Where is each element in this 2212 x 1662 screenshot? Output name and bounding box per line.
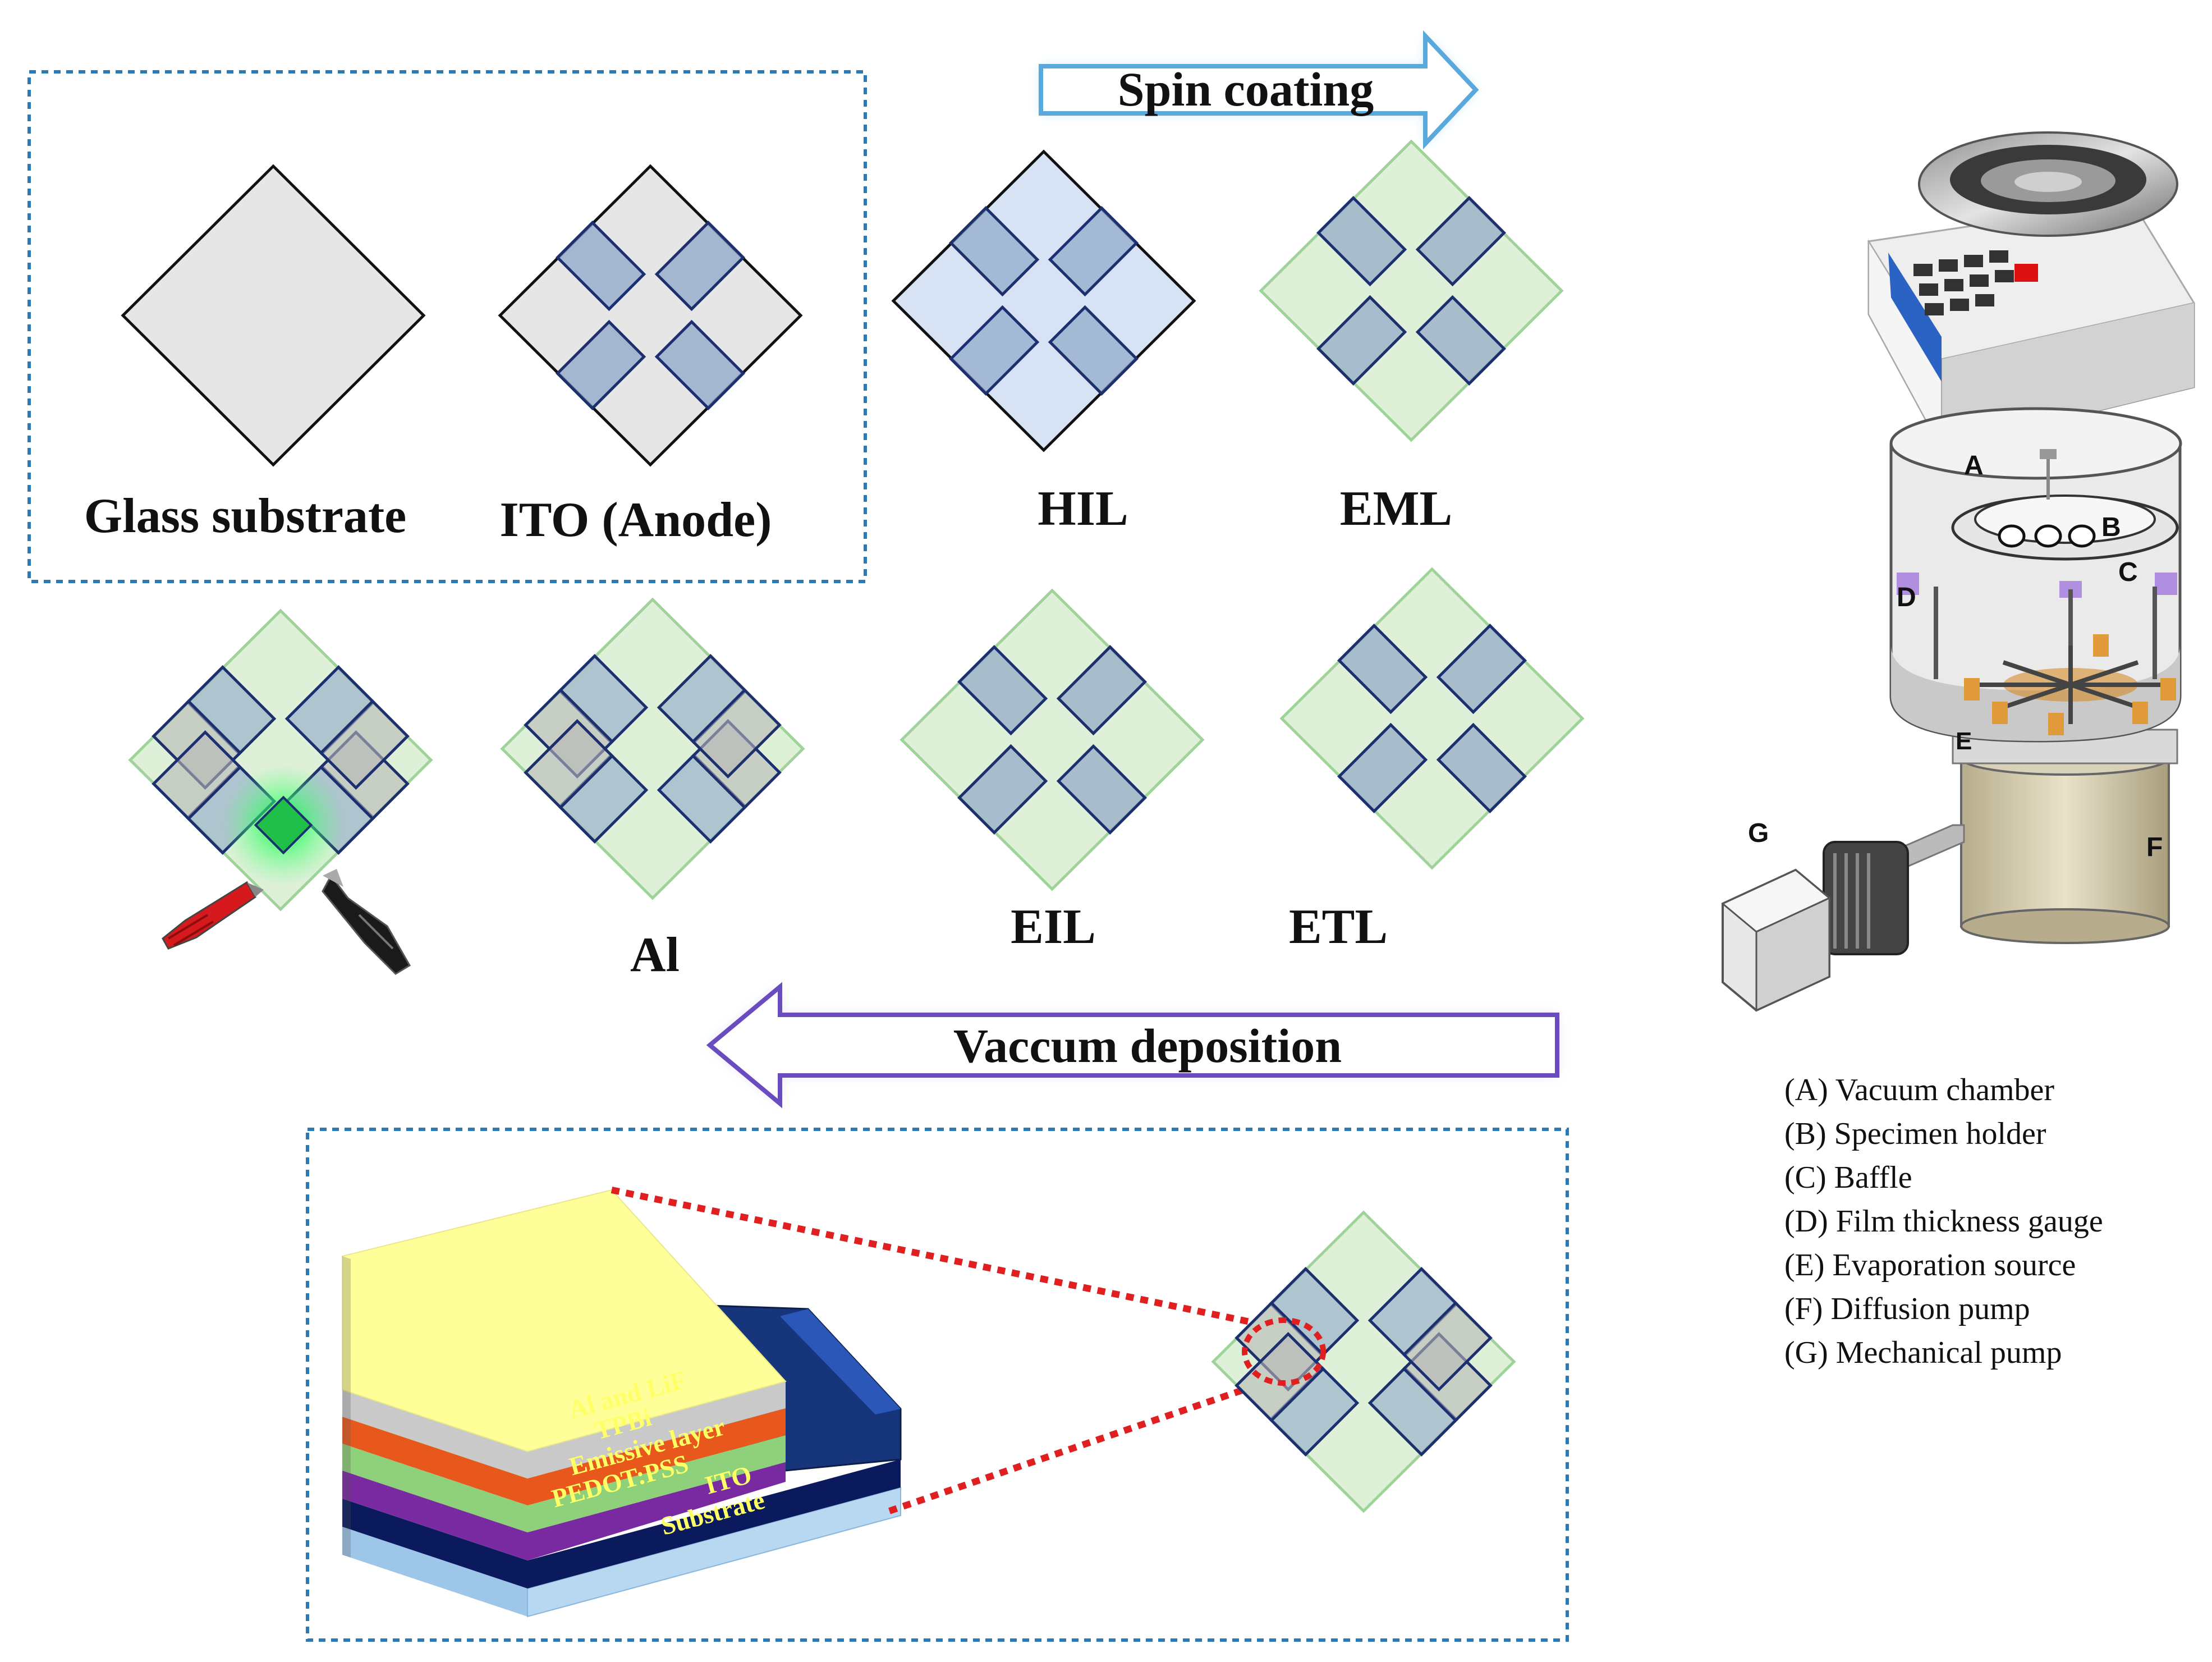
chamber-marker-e: E xyxy=(1956,727,1972,755)
glass-substrate-diamond xyxy=(121,164,426,467)
hil-diamond xyxy=(891,149,1196,452)
al-label: Al xyxy=(630,928,680,982)
spin-coating-label: Spin coating xyxy=(1118,62,1374,116)
legend-item: (A) Vacuum chamber xyxy=(1784,1073,2054,1107)
ito-anode-label: ITO (Anode) xyxy=(500,493,772,547)
chamber-legend: (A) Vacuum chamber (B) Specimen holder (… xyxy=(1784,1073,2103,1370)
legend-item: (G) Mechanical pump xyxy=(1784,1335,2062,1370)
chamber-marker-c: C xyxy=(2118,557,2138,587)
black-clip-icon xyxy=(322,869,411,975)
chamber-marker-g: G xyxy=(1748,818,1769,848)
zoom-highlight-circle xyxy=(1242,1317,1326,1386)
glass-substrate-label: Glass substrate xyxy=(84,489,407,543)
device-layer-stack xyxy=(342,1189,902,1618)
eml-label: EML xyxy=(1340,482,1452,536)
chamber-marker-f: F xyxy=(2146,832,2163,862)
hil-label: HIL xyxy=(1038,482,1128,536)
device-structure-box xyxy=(306,1128,1569,1642)
red-clip-icon xyxy=(162,881,264,950)
legend-item: (B) Specimen holder xyxy=(1784,1116,2046,1151)
legend-item: (E) Evaporation source xyxy=(1784,1248,2076,1283)
spin-coater-icon xyxy=(1867,131,2196,588)
vacuum-deposition-arrow: Vaccum deposition xyxy=(706,982,1559,1109)
legend-item: (C) Baffle xyxy=(1784,1160,1912,1195)
zoom-line-bottom xyxy=(888,1368,1297,1514)
ito-anode-diamond xyxy=(498,164,803,467)
substrate-group-box xyxy=(27,70,867,583)
zoom-device-diamond xyxy=(1211,1210,1516,1513)
spin-coating-arrow: Spin coating xyxy=(1039,30,1479,150)
chamber-marker-d: D xyxy=(1897,583,1916,612)
al-diamond xyxy=(500,597,805,900)
chamber-marker-b: B xyxy=(2101,512,2121,542)
eil-label: EIL xyxy=(1011,900,1096,954)
eil-diamond xyxy=(900,588,1205,891)
eml-diamond xyxy=(1259,139,1564,442)
etl-label: ETL xyxy=(1289,900,1388,954)
chamber-marker-a: A xyxy=(1964,451,1984,480)
vacuum-deposition-label: Vaccum deposition xyxy=(953,1019,1342,1073)
legend-item: (F) Diffusion pump xyxy=(1784,1292,2030,1326)
ito-strips xyxy=(556,221,745,410)
vacuum-chamber-icon: A B C D E F G xyxy=(1721,407,2182,1012)
legend-item: (D) Film thickness gauge xyxy=(1784,1204,2103,1239)
etl-diamond xyxy=(1279,567,1585,870)
finished-device-diamond xyxy=(128,608,433,912)
